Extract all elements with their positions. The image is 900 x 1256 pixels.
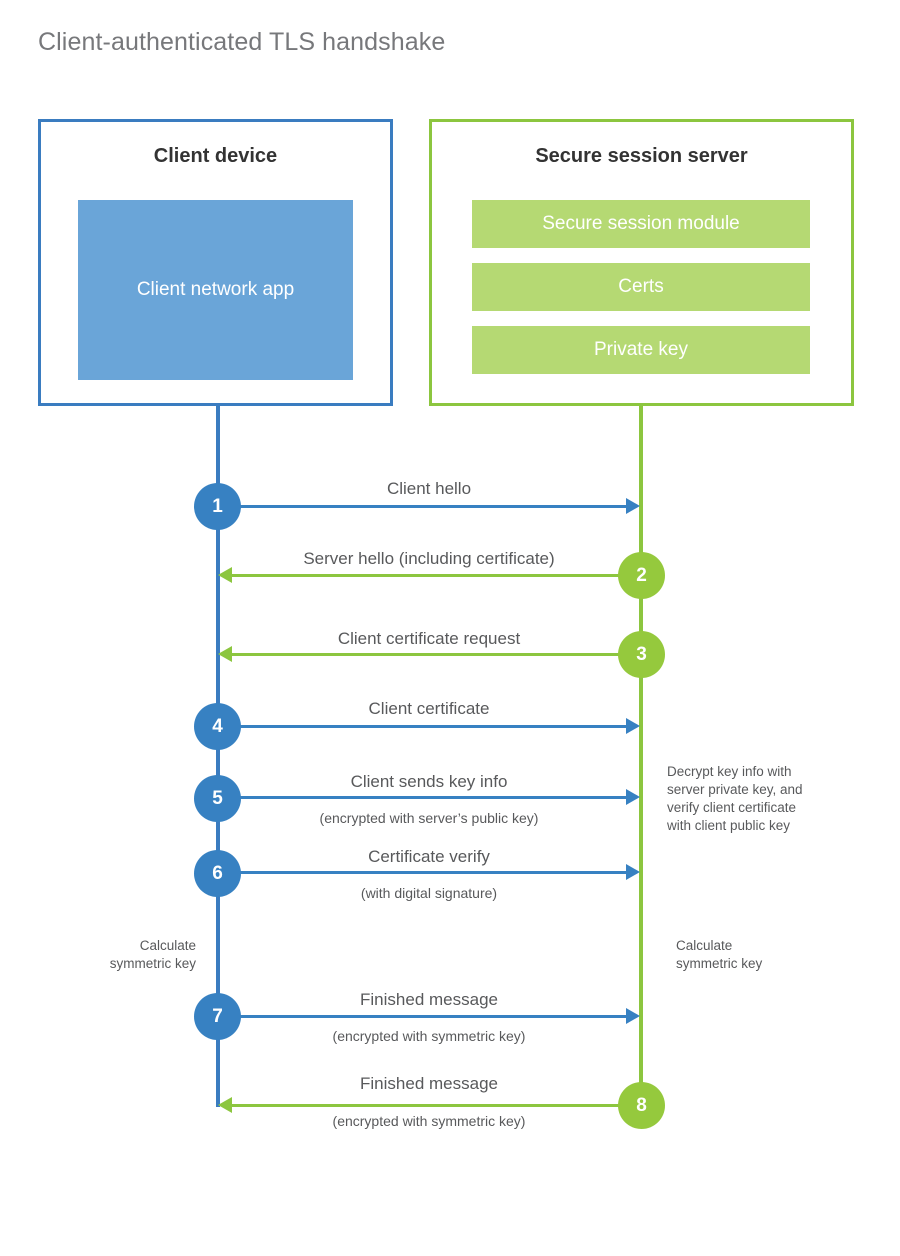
client-device-box: Client device Client network app — [38, 119, 393, 406]
step-5-sublabel: (encrypted with server’s public key) — [319, 810, 539, 826]
step-2-label: Server hello (including certificate) — [303, 549, 555, 568]
client-device-title: Client device — [153, 145, 278, 167]
step-3-circle[interactable]: 3 — [618, 631, 665, 678]
server-decrypt-note-line-3: verify client certificate — [667, 800, 797, 815]
step-7-arrow-head — [626, 1008, 640, 1024]
step-2-circle[interactable]: 2 — [618, 552, 665, 599]
step-2-arrow-head — [218, 567, 232, 583]
step-6-sublabel: (with digital signature) — [360, 885, 498, 901]
step-7-sublabel: (encrypted with symmetric key) — [332, 1028, 526, 1044]
step-6-circle[interactable]: 6 — [194, 850, 241, 897]
step-5-arrow-line — [218, 796, 626, 799]
step-6-arrow-head — [626, 864, 640, 880]
step-8-arrow-head — [218, 1097, 232, 1113]
server-decrypt-note-line-1: Decrypt key info with — [667, 764, 792, 779]
step-4-arrow-head — [626, 718, 640, 734]
step-1-circle[interactable]: 1 — [194, 483, 241, 530]
server-module-secure-session-module: Secure session module — [472, 200, 810, 248]
step-7-circle[interactable]: 7 — [194, 993, 241, 1040]
step-6-arrow-line — [218, 871, 626, 874]
step-8-label: Finished message — [360, 1074, 498, 1093]
step-4-circle[interactable]: 4 — [194, 703, 241, 750]
step-7-label: Finished message — [360, 990, 498, 1009]
client-symkey-note-line-1: Calculate — [139, 938, 196, 953]
server-decrypt-note-line-4: with client public key — [667, 818, 791, 833]
client-lifeline — [216, 403, 220, 1107]
client-network-app-block: Client network app — [78, 200, 353, 380]
client-symkey-note-line-2: symmetric key — [109, 956, 196, 971]
server-calculate-symmetric-key-note: Calculate symmetric key — [676, 937, 826, 973]
client-calculate-symmetric-key-note: Calculate symmetric key — [60, 937, 196, 973]
step-8-arrow-line — [232, 1104, 640, 1107]
step-2-arrow-line — [232, 574, 640, 577]
step-1-label: Client hello — [386, 479, 472, 498]
step-5-arrow-head — [626, 789, 640, 805]
step-3-label: Client certificate request — [337, 629, 521, 648]
server-symkey-note-line-2: symmetric key — [676, 956, 763, 971]
step-4-arrow-line — [218, 725, 626, 728]
server-decrypt-note-line-2: server private key, and — [667, 782, 803, 797]
secure-session-server-title: Secure session server — [535, 145, 748, 167]
step-6-label: Certificate verify — [368, 847, 490, 866]
step-7-arrow-line — [218, 1015, 626, 1018]
server-symkey-note-line-1: Calculate — [676, 938, 733, 953]
step-5-circle[interactable]: 5 — [194, 775, 241, 822]
page-title: Client-authenticated TLS handshake — [38, 28, 446, 56]
step-4-label: Client certificate — [368, 699, 490, 718]
step-3-arrow-line — [232, 653, 640, 656]
server-lifeline — [639, 403, 643, 1106]
server-decrypt-note: Decrypt key info with server private key… — [667, 763, 842, 835]
server-module-private-key: Private key — [472, 326, 810, 374]
step-8-circle[interactable]: 8 — [618, 1082, 665, 1129]
secure-session-server-box: Secure session server Secure session mod… — [429, 119, 854, 406]
step-3-arrow-head — [218, 646, 232, 662]
step-1-arrow-line — [218, 505, 626, 508]
step-1-arrow-head — [626, 498, 640, 514]
step-8-sublabel: (encrypted with symmetric key) — [332, 1113, 526, 1129]
server-module-certs: Certs — [472, 263, 810, 311]
step-5-label: Client sends key info — [350, 772, 508, 791]
